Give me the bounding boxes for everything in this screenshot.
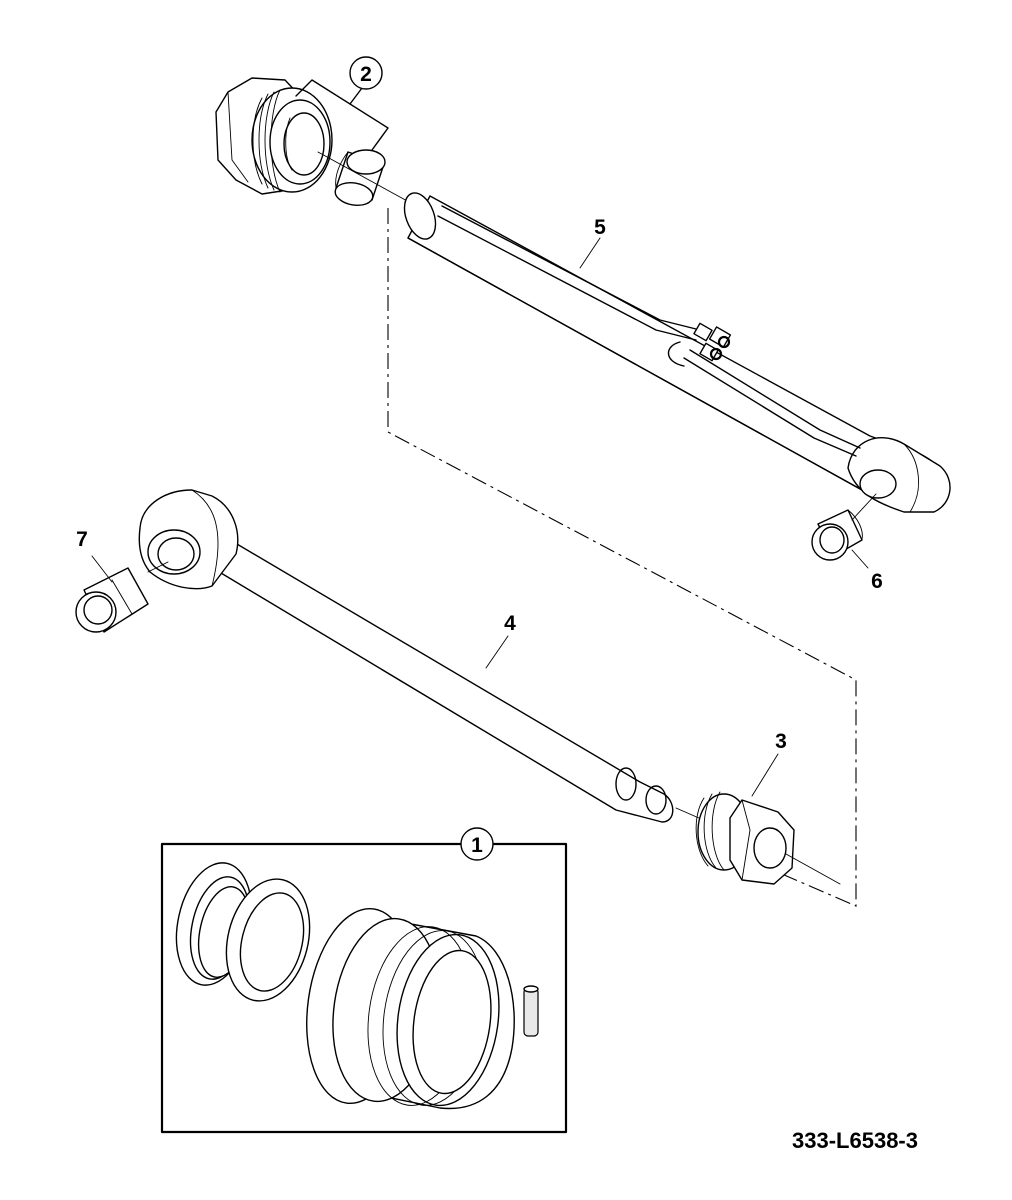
svg-text:2: 2 (360, 63, 372, 86)
gland-nut-part (215, 77, 333, 195)
centerline-top (317, 151, 421, 209)
callout-7-label: 7 (76, 528, 88, 551)
callout-3-leader (751, 753, 779, 797)
callout-2-badge: 2 (349, 56, 383, 90)
svg-text:1: 1 (471, 834, 483, 857)
piston-part (695, 791, 795, 885)
piston-rod-part (138, 489, 674, 823)
centerline-item-6 (851, 493, 877, 521)
callout-6-label: 6 (871, 570, 883, 593)
centerline-item-3-out (785, 853, 841, 885)
assembly-dashed-line (387, 208, 857, 907)
callout-7-leader (91, 555, 113, 583)
callout-4-leader (485, 635, 509, 669)
callout-4-label: 4 (504, 612, 516, 635)
bush-item-6-part (811, 509, 863, 561)
callout-1-badge: 1 (460, 827, 494, 861)
pin-part (523, 985, 539, 1037)
callout-3-label: 3 (775, 730, 787, 753)
figure-reference-number: 333-L6538-3 (792, 1128, 918, 1153)
callout-5-leader (579, 237, 601, 269)
callout-2-leader (295, 79, 389, 151)
bush-part (334, 149, 386, 207)
wear-ring-part (225, 878, 311, 1002)
piston-seal-part (332, 917, 515, 1110)
seal-kit-box (160, 842, 568, 1134)
bush-item-7-part (75, 567, 149, 633)
centerline-item-7 (147, 561, 169, 573)
callout-5-label: 5 (594, 216, 606, 239)
cylinder-barrel-part (403, 192, 951, 513)
callout-6-leader (851, 549, 869, 569)
